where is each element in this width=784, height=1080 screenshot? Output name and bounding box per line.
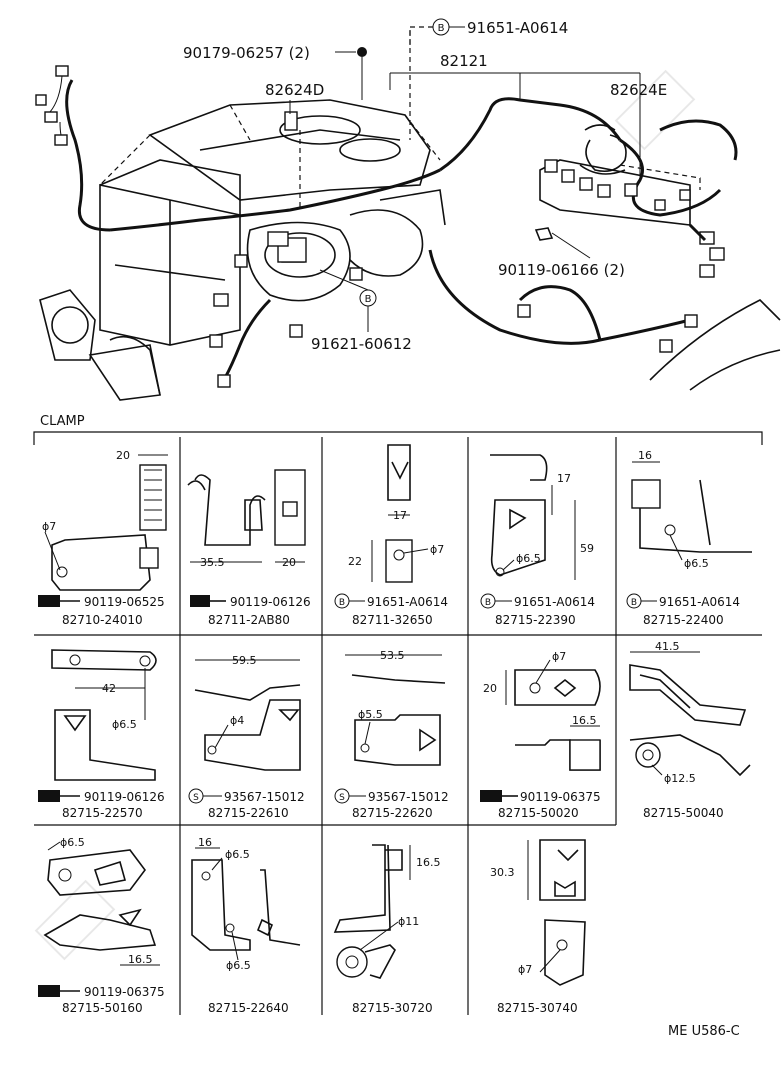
svg-text:ϕ5.5: ϕ5.5	[358, 708, 383, 721]
svg-text:82715-30740: 82715-30740	[497, 1001, 578, 1015]
svg-text:ϕ7: ϕ7	[552, 650, 566, 663]
svg-text:20: 20	[116, 449, 130, 462]
svg-text:ϕ6.5: ϕ6.5	[516, 552, 541, 565]
svg-text:S: S	[339, 793, 345, 803]
clamp-cell-82715-22400: 16 ϕ6.5 B 91651-A0614 82715-22400	[626, 449, 752, 627]
svg-text:90119-06375: 90119-06375	[520, 790, 601, 804]
svg-text:ϕ6.5: ϕ6.5	[684, 557, 709, 570]
svg-text:ϕ7: ϕ7	[430, 543, 444, 556]
svg-text:82711-2AB80: 82711-2AB80	[208, 613, 290, 627]
svg-text:91651-A0614: 91651-A0614	[659, 595, 740, 609]
svg-text:82715-22400: 82715-22400	[643, 613, 724, 627]
diagram-code: ME U586-C	[668, 1024, 740, 1039]
clamp-cell-82715-22570: 42 ϕ6.5 90119-06126 82715-22570	[38, 649, 165, 820]
svg-text:82715-50160: 82715-50160	[62, 1001, 143, 1015]
svg-text:82715-22390: 82715-22390	[495, 613, 576, 627]
clamp-cell-82711-2ab80: 35.5 20 90119-06126 82711-2AB80	[187, 469, 311, 627]
clamp-cell-82715-22620: 53.5 ϕ5.5 S 93567-15012 82715-22620	[334, 649, 449, 820]
svg-text:82711-32650: 82711-32650	[352, 613, 433, 627]
clamp-cell-82715-22640: 16 ϕ6.5 ϕ6.5 82715-22640	[191, 836, 301, 1015]
clamp-cell-82715-22610: 59.5 ϕ4 S 93567-15012 82715-22610	[188, 654, 305, 820]
callout-82624e: 82624E	[610, 81, 667, 180]
svg-text:16: 16	[638, 449, 652, 462]
svg-text:90119-06126: 90119-06126	[230, 595, 311, 609]
svg-text:90119-06375: 90119-06375	[84, 985, 165, 999]
clamp-cell-82715-30720: 16.5 ϕ11 82715-30720	[333, 844, 441, 1015]
svg-text:B: B	[485, 598, 491, 608]
clamp-cell-82715-30740: 30.3 ϕ7 82715-30740	[490, 839, 586, 1015]
svg-text:30.3: 30.3	[490, 866, 515, 879]
svg-text:53.5: 53.5	[380, 649, 405, 662]
svg-text:35.5: 35.5	[200, 556, 225, 569]
svg-text:16: 16	[198, 836, 212, 849]
svg-text:82710-24010: 82710-24010	[62, 613, 143, 627]
b-mark: B	[365, 294, 372, 305]
svg-text:ϕ6.5: ϕ6.5	[225, 848, 250, 861]
svg-text:82715-50040: 82715-50040	[643, 806, 724, 820]
callout-90119-06166: 90119-06166 (2)	[498, 227, 625, 279]
clamp-cell-82711-32650: 17 22 ϕ7 B 91651-A0614 82711-32650	[334, 444, 448, 627]
svg-text:ϕ7: ϕ7	[42, 520, 56, 533]
svg-text:B: B	[339, 598, 345, 608]
clamp-cell-82715-22390: 17 59 ϕ6.5 B 91651-A0614 82715-22390	[480, 454, 595, 627]
part-82121-label: 82121	[440, 52, 488, 70]
callout-91621: B 91621-60612	[311, 269, 412, 353]
part-91651-a0614-label: 91651-A0614	[467, 19, 568, 37]
part-90119-06166-label: 90119-06166 (2)	[498, 261, 625, 279]
svg-text:ϕ4: ϕ4	[230, 714, 244, 727]
svg-text:17: 17	[393, 509, 407, 522]
svg-text:41.5: 41.5	[655, 640, 680, 653]
svg-text:ϕ6.5: ϕ6.5	[226, 959, 251, 972]
svg-text:82715-22610: 82715-22610	[208, 806, 289, 820]
svg-text:ϕ6.5: ϕ6.5	[112, 718, 137, 731]
part-82624d-label: 82624D	[265, 81, 324, 99]
svg-text:16.5: 16.5	[416, 856, 441, 869]
svg-text:B: B	[631, 598, 637, 608]
part-90179-label: 90179-06257 (2)	[183, 44, 310, 62]
svg-text:93567-15012: 93567-15012	[368, 790, 449, 804]
svg-text:82715-30720: 82715-30720	[352, 1001, 433, 1015]
clamp-cell-82715-50160: ϕ6.5 16.5 90119-06375 82715-50160	[38, 836, 165, 1015]
svg-text:ϕ6.5: ϕ6.5	[60, 836, 85, 849]
svg-text:90119-06525: 90119-06525	[84, 595, 165, 609]
svg-text:17: 17	[557, 472, 571, 485]
svg-text:82715-22620: 82715-22620	[352, 806, 433, 820]
b-mark: B	[438, 23, 445, 34]
svg-text:S: S	[193, 793, 199, 803]
svg-text:42: 42	[102, 682, 116, 695]
callout-91651-a0614: B 91651-A0614	[409, 18, 568, 45]
svg-text:91651-A0614: 91651-A0614	[367, 595, 448, 609]
svg-text:ϕ7: ϕ7	[518, 963, 532, 976]
callout-82624d: 82624D	[265, 81, 324, 114]
callout-90179: 90179-06257 (2)	[183, 44, 367, 100]
svg-text:20: 20	[282, 556, 296, 569]
clamp-cell-82710-24010: 20 ϕ7 90119-06525 82710-24010	[38, 449, 168, 627]
clamp-cell-82715-50020: ϕ7 20 16.5 90119-06375 82715-50020	[480, 650, 601, 820]
callout-82121: 82121	[389, 52, 641, 110]
svg-text:59.5: 59.5	[232, 654, 257, 667]
svg-text:93567-15012: 93567-15012	[224, 790, 305, 804]
clamp-section: CLAMP	[33, 414, 763, 1015]
svg-text:20: 20	[483, 682, 497, 695]
part-82624e-label: 82624E	[610, 81, 667, 99]
svg-text:82715-22640: 82715-22640	[208, 1001, 289, 1015]
engine-harness-illustration	[35, 30, 781, 401]
clamp-title: CLAMP	[40, 414, 85, 429]
svg-text:16.5: 16.5	[572, 714, 597, 727]
svg-text:82715-50020: 82715-50020	[498, 806, 579, 820]
part-91621-label: 91621-60612	[311, 335, 412, 353]
clamp-cell-82715-50040: 41.5 ϕ12.5 82715-50040	[629, 640, 751, 820]
svg-text:82715-22570: 82715-22570	[62, 806, 143, 820]
svg-text:22: 22	[348, 555, 362, 568]
watermark	[34, 69, 696, 961]
svg-text:ϕ11: ϕ11	[398, 915, 419, 928]
svg-text:16.5: 16.5	[128, 953, 153, 966]
svg-text:91651-A0614: 91651-A0614	[514, 595, 595, 609]
svg-text:ϕ12.5: ϕ12.5	[664, 772, 696, 785]
svg-text:90119-06126: 90119-06126	[84, 790, 165, 804]
svg-text:59: 59	[580, 542, 594, 555]
